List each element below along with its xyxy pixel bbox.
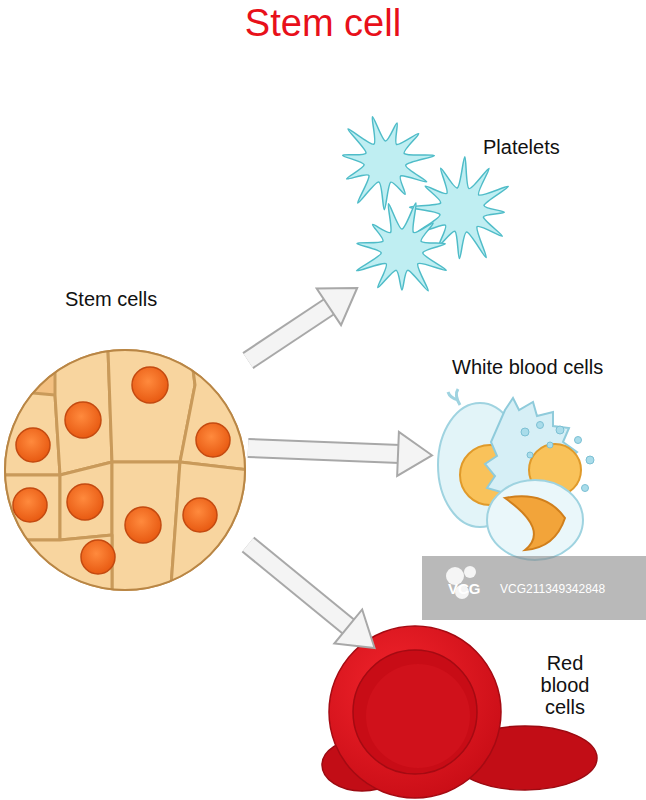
red-blood-cell-group: Red blood cells	[325, 648, 605, 796]
watermark-text: VCG211349342848	[500, 582, 605, 596]
arrow-shaft-outline	[248, 306, 331, 361]
diagram-title: Stem cell	[0, 2, 646, 45]
hollow-arrow	[248, 288, 357, 361]
white-blood-cell-group: White blood cells	[432, 352, 642, 567]
arrow-head	[334, 609, 374, 648]
node-label: Platelets	[483, 136, 603, 158]
platelet-group: Platelets	[345, 128, 610, 288]
watermark	[422, 556, 646, 620]
node-label: White blood cells	[452, 356, 642, 378]
arrow-shaft-outline	[248, 544, 350, 627]
platelet-shape	[343, 117, 435, 210]
arrow-head	[317, 288, 357, 325]
white-blood-cell-illustration	[438, 389, 594, 560]
red-blood-cell-illustration	[322, 626, 597, 798]
stem-cell-cluster	[0, 345, 250, 600]
arrow-head	[397, 432, 432, 476]
watermark-text: VCG	[448, 580, 481, 597]
hollow-arrow	[248, 544, 375, 648]
arrow-shaft-outline	[248, 448, 400, 454]
arrow-shaft	[248, 448, 400, 454]
hollow-arrow	[248, 432, 432, 476]
node-label: Stem cells	[65, 288, 205, 310]
arrow-shaft	[248, 544, 350, 627]
node-label: Red blood cells	[533, 652, 597, 718]
arrow-shaft	[248, 306, 331, 361]
platelet-shape	[357, 203, 447, 291]
stem-cell-group: Stem cells	[0, 288, 248, 598]
